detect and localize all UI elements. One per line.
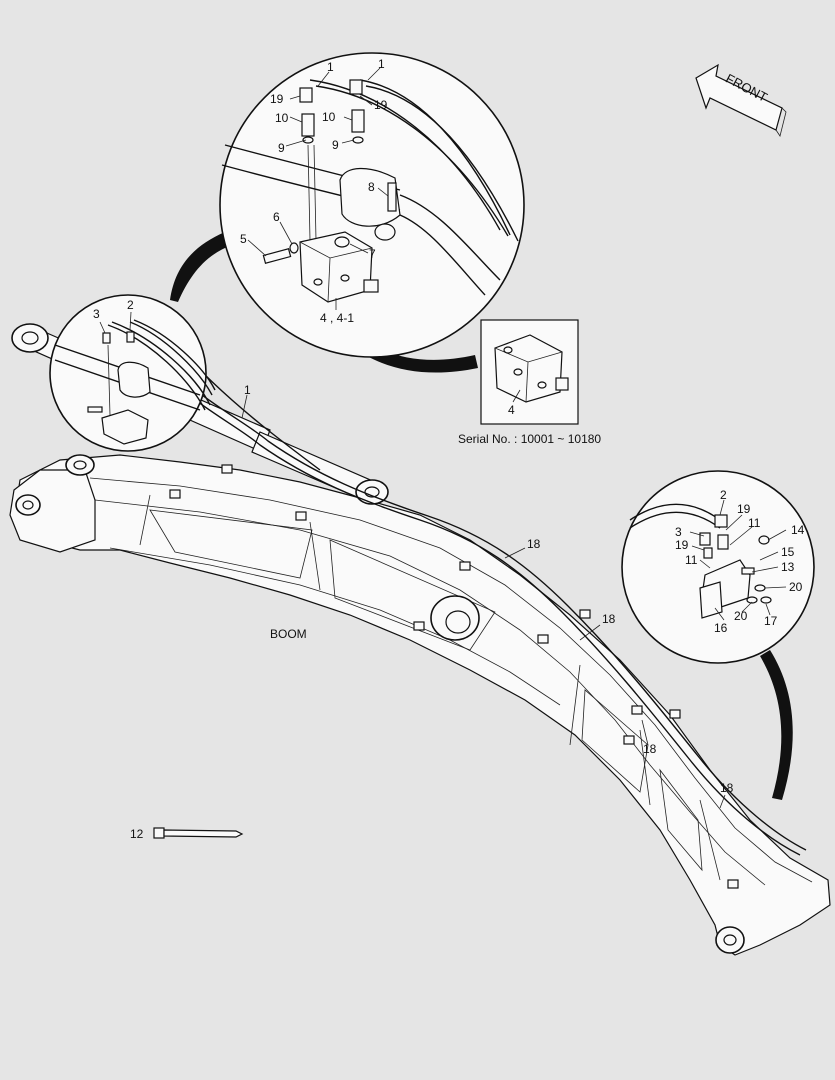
callout: 1 [378, 57, 385, 71]
serial-inset-box [480, 319, 579, 425]
callout: 1 [244, 383, 251, 397]
callout: 9 [332, 138, 339, 152]
callout: 19 [675, 538, 689, 552]
callout: 2 [127, 298, 134, 312]
cable-tie [153, 827, 244, 839]
callout: 16 [714, 621, 728, 635]
callout: 11 [685, 553, 698, 567]
callout: 19 [270, 92, 284, 106]
callout: 1 [327, 60, 334, 74]
callout: 18 [527, 537, 541, 551]
callout: 18 [720, 781, 734, 795]
right-detail-view [621, 470, 815, 800]
callout: 13 [781, 560, 795, 574]
callout: 11 [748, 516, 761, 530]
callout: 19 [737, 502, 751, 516]
callout: 7 [369, 247, 376, 261]
callout: 12 [130, 827, 144, 841]
callout: 3 [93, 307, 100, 321]
callout: 15 [781, 545, 795, 559]
callout: 19 [374, 98, 388, 112]
main-leaders [241, 394, 726, 809]
callout: 4 , 4-1 [320, 311, 354, 325]
top-detail-view [170, 52, 525, 373]
callout: 6 [273, 210, 280, 224]
boom-structure [9, 454, 831, 956]
boom-label: BOOM [270, 627, 307, 641]
callout: 20 [734, 609, 748, 623]
callout: 17 [764, 614, 778, 628]
callout: 10 [275, 111, 289, 125]
callout: 4 [508, 403, 515, 417]
callout: 2 [720, 488, 727, 502]
callout: 18 [643, 742, 657, 756]
callout: 18 [602, 612, 616, 626]
callout: 20 [789, 580, 803, 594]
hose-lines [119, 325, 807, 856]
labels: FRONT BOOM Serial No. : 10001 ~ 10180 1 … [93, 57, 805, 841]
callout: 14 [791, 523, 805, 537]
callout: 3 [675, 525, 682, 539]
callout: 9 [278, 141, 285, 155]
callout: 10 [322, 110, 336, 124]
callout: 8 [368, 180, 375, 194]
callout: 5 [240, 232, 247, 246]
serial-note: Serial No. : 10001 ~ 10180 [458, 432, 601, 446]
front-arrow-icon [695, 63, 787, 137]
left-detail-view [49, 294, 216, 452]
